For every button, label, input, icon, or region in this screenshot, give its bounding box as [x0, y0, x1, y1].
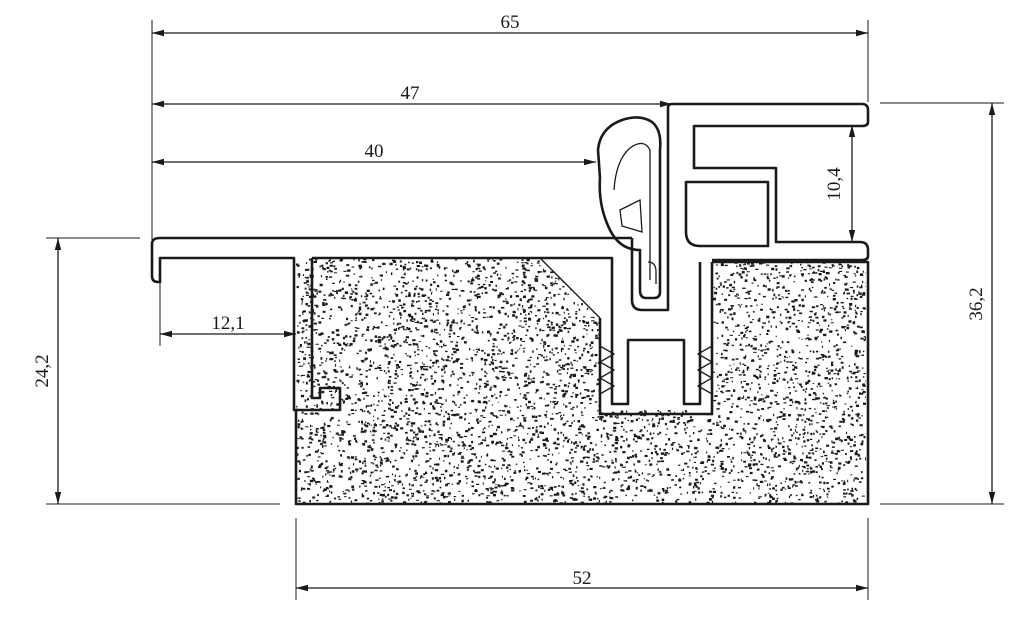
extension-lines	[46, 20, 1004, 600]
insulation-fill	[296, 258, 866, 504]
label-40: 40	[365, 141, 384, 162]
label-52: 52	[573, 568, 592, 589]
speckle-texture	[296, 258, 866, 504]
label-65: 65	[501, 12, 520, 33]
profile-outline	[150, 102, 870, 506]
label-47: 47	[401, 83, 420, 104]
label-10-4: 10,4	[824, 167, 845, 201]
label-24-2: 24,2	[32, 354, 53, 387]
label-12-1: 12,1	[211, 313, 244, 334]
label-36-2: 36,2	[966, 287, 987, 320]
dimension-lines	[54, 29, 996, 592]
